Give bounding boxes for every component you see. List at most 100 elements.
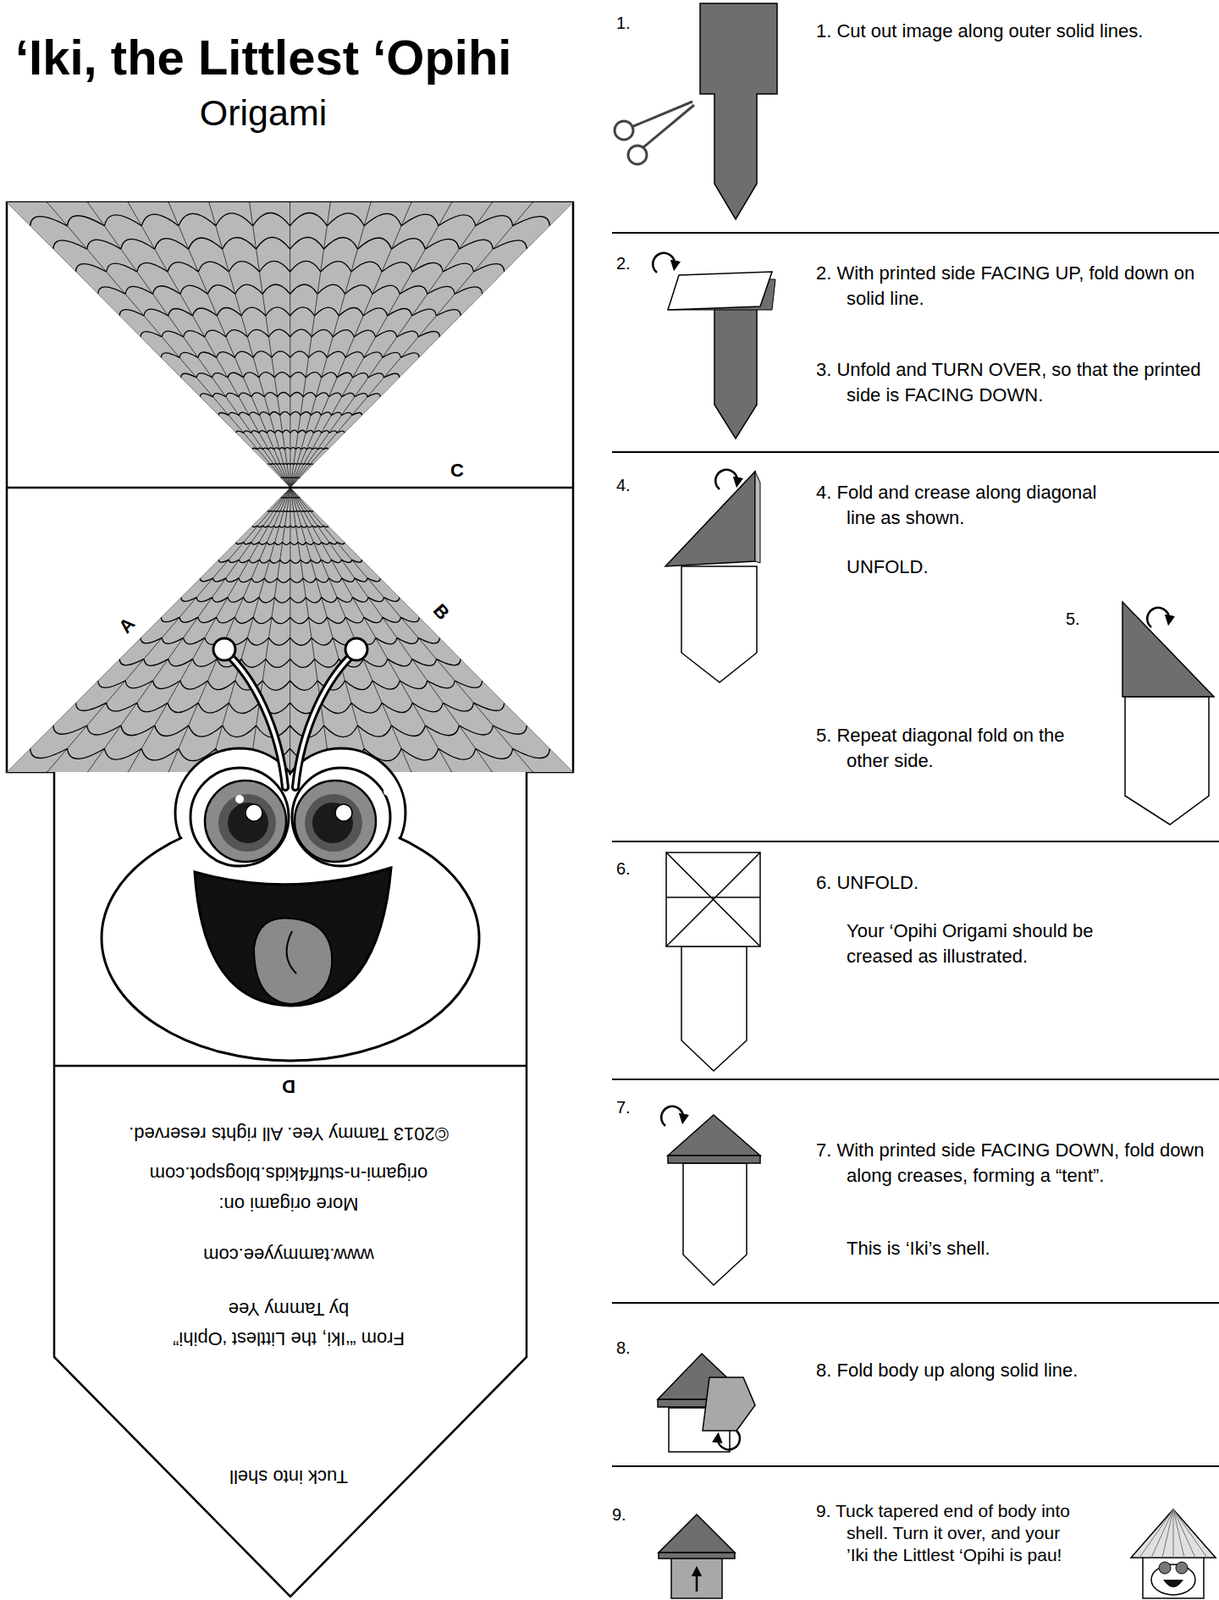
scale-row bbox=[76, 702, 505, 714]
scale-spoke bbox=[209, 202, 291, 488]
credit-note: From “‘Iki, the Littlest ‘Opihi” bbox=[172, 1325, 405, 1352]
scale-row bbox=[119, 658, 461, 668]
shell-bottom-triangle bbox=[6, 487, 574, 773]
scale-row bbox=[218, 559, 362, 563]
scale-row bbox=[218, 411, 362, 415]
step-number: 6. bbox=[616, 857, 631, 881]
scale-row bbox=[252, 447, 329, 450]
scale-row bbox=[181, 372, 400, 378]
step-number: 2. bbox=[616, 252, 631, 276]
finished-opihi bbox=[1130, 1509, 1216, 1599]
scale-spoke bbox=[290, 202, 331, 488]
step-text: 5. Repeat diagonal fold on the other sid… bbox=[816, 722, 1071, 774]
website: origami-n-stuff4kids.blogspot.com bbox=[149, 1160, 429, 1186]
scale-row bbox=[252, 525, 329, 528]
step-number: 8. bbox=[616, 1336, 631, 1360]
scale-pattern bbox=[0, 163, 597, 488]
scale-spoke bbox=[290, 202, 371, 488]
scale-row bbox=[160, 617, 420, 624]
step-text: 6. UNFOLD. bbox=[816, 870, 1155, 896]
scale-row bbox=[6, 187, 574, 203]
step-text: 9. Tuck tapered end of body into shell. … bbox=[816, 1500, 1075, 1567]
step1-icon bbox=[614, 3, 778, 220]
step-number: 4. bbox=[616, 474, 631, 497]
scale-row bbox=[236, 430, 345, 433]
scale-spoke bbox=[209, 487, 291, 773]
step4-icon bbox=[665, 469, 761, 683]
scale-row bbox=[236, 541, 345, 545]
scale-spoke bbox=[290, 202, 412, 488]
step9-icon bbox=[658, 1514, 735, 1599]
step2-icon bbox=[652, 253, 776, 439]
scale-spoke bbox=[88, 202, 291, 488]
step-separator bbox=[612, 232, 1219, 1467]
scale-row bbox=[267, 510, 314, 512]
website: www.tammyyee.com bbox=[203, 1241, 375, 1268]
scale-row bbox=[140, 329, 440, 337]
scale-row bbox=[30, 748, 551, 762]
scale-row bbox=[76, 260, 505, 272]
fold-line bbox=[6, 486, 574, 490]
subtitle: Origami bbox=[199, 88, 328, 138]
fold-letter: C bbox=[450, 457, 464, 484]
step-number: 5. bbox=[1065, 607, 1081, 631]
scale-spoke bbox=[127, 202, 291, 488]
step8-icon bbox=[657, 1353, 756, 1452]
scale-spoke bbox=[168, 202, 291, 488]
scale-row bbox=[140, 637, 440, 646]
scale-spoke bbox=[88, 487, 291, 773]
scale-spoke bbox=[290, 487, 533, 773]
scale-pattern bbox=[0, 487, 597, 811]
step5-icon bbox=[1122, 601, 1214, 825]
tuck-note: Tuck into shell bbox=[229, 1463, 348, 1490]
step-text: 7. With printed side FACING DOWN, fold d… bbox=[816, 1137, 1208, 1189]
scale-spoke bbox=[289, 487, 292, 773]
step-text: 4. Fold and crease along diagonal line a… bbox=[816, 479, 1104, 531]
step6-icon bbox=[666, 852, 761, 1071]
scale-row bbox=[119, 307, 461, 316]
scale-row bbox=[98, 680, 483, 690]
scale-spoke bbox=[289, 202, 292, 488]
step-text: 1. Cut out image along outer solid lines… bbox=[816, 18, 1214, 45]
shell-top-triangle bbox=[6, 202, 574, 488]
copyright: ©2013 Tammy Yee. All rights reserved. bbox=[128, 1120, 449, 1147]
body-outline bbox=[54, 772, 527, 1597]
scale-row bbox=[199, 578, 381, 583]
step-text: Your ‘Opihi Origami should be creased as… bbox=[846, 918, 1152, 970]
scale-row bbox=[30, 213, 551, 227]
credit-note: by Tammy Yee bbox=[228, 1296, 350, 1322]
scale-spoke bbox=[249, 202, 291, 488]
step-text: 3. Unfold and TURN OVER, so that the pri… bbox=[816, 357, 1208, 409]
scale-row bbox=[53, 725, 527, 738]
fold-letter: D bbox=[281, 1073, 296, 1099]
step-text: This is ‘Iki’s shell. bbox=[846, 1235, 991, 1262]
step-number: 7. bbox=[616, 1096, 631, 1120]
scale-row bbox=[199, 392, 381, 398]
scale-row bbox=[160, 351, 420, 359]
scale-spoke bbox=[290, 202, 453, 488]
scale-spoke bbox=[127, 487, 291, 773]
scale-spoke bbox=[290, 487, 371, 773]
scale-row bbox=[0, 163, 597, 179]
scale-row bbox=[53, 237, 527, 249]
step7-icon bbox=[661, 1106, 761, 1286]
step-text: 2. With printed side FACING UP, fold dow… bbox=[816, 260, 1197, 312]
step-text: 8. Fold body up along solid line. bbox=[816, 1357, 1197, 1384]
scale-row bbox=[181, 597, 400, 603]
fold-line bbox=[54, 1064, 527, 1068]
scale-spoke bbox=[290, 487, 453, 773]
face bbox=[101, 638, 480, 1061]
scale-spoke bbox=[290, 202, 533, 488]
scale-row bbox=[281, 496, 301, 499]
step-text: UNFOLD. bbox=[846, 554, 929, 580]
scale-row bbox=[281, 476, 301, 479]
scale-row bbox=[267, 463, 314, 465]
scale-spoke bbox=[47, 487, 291, 773]
step-number: 1. bbox=[616, 11, 631, 35]
scale-spoke bbox=[47, 202, 291, 488]
shell-square bbox=[6, 202, 574, 773]
scale-row bbox=[98, 284, 483, 294]
title: ‘Iki, the Littlest ‘Opihi bbox=[15, 28, 513, 86]
step-number: 9. bbox=[612, 1503, 627, 1527]
credit-note: More origami on: bbox=[218, 1191, 359, 1217]
